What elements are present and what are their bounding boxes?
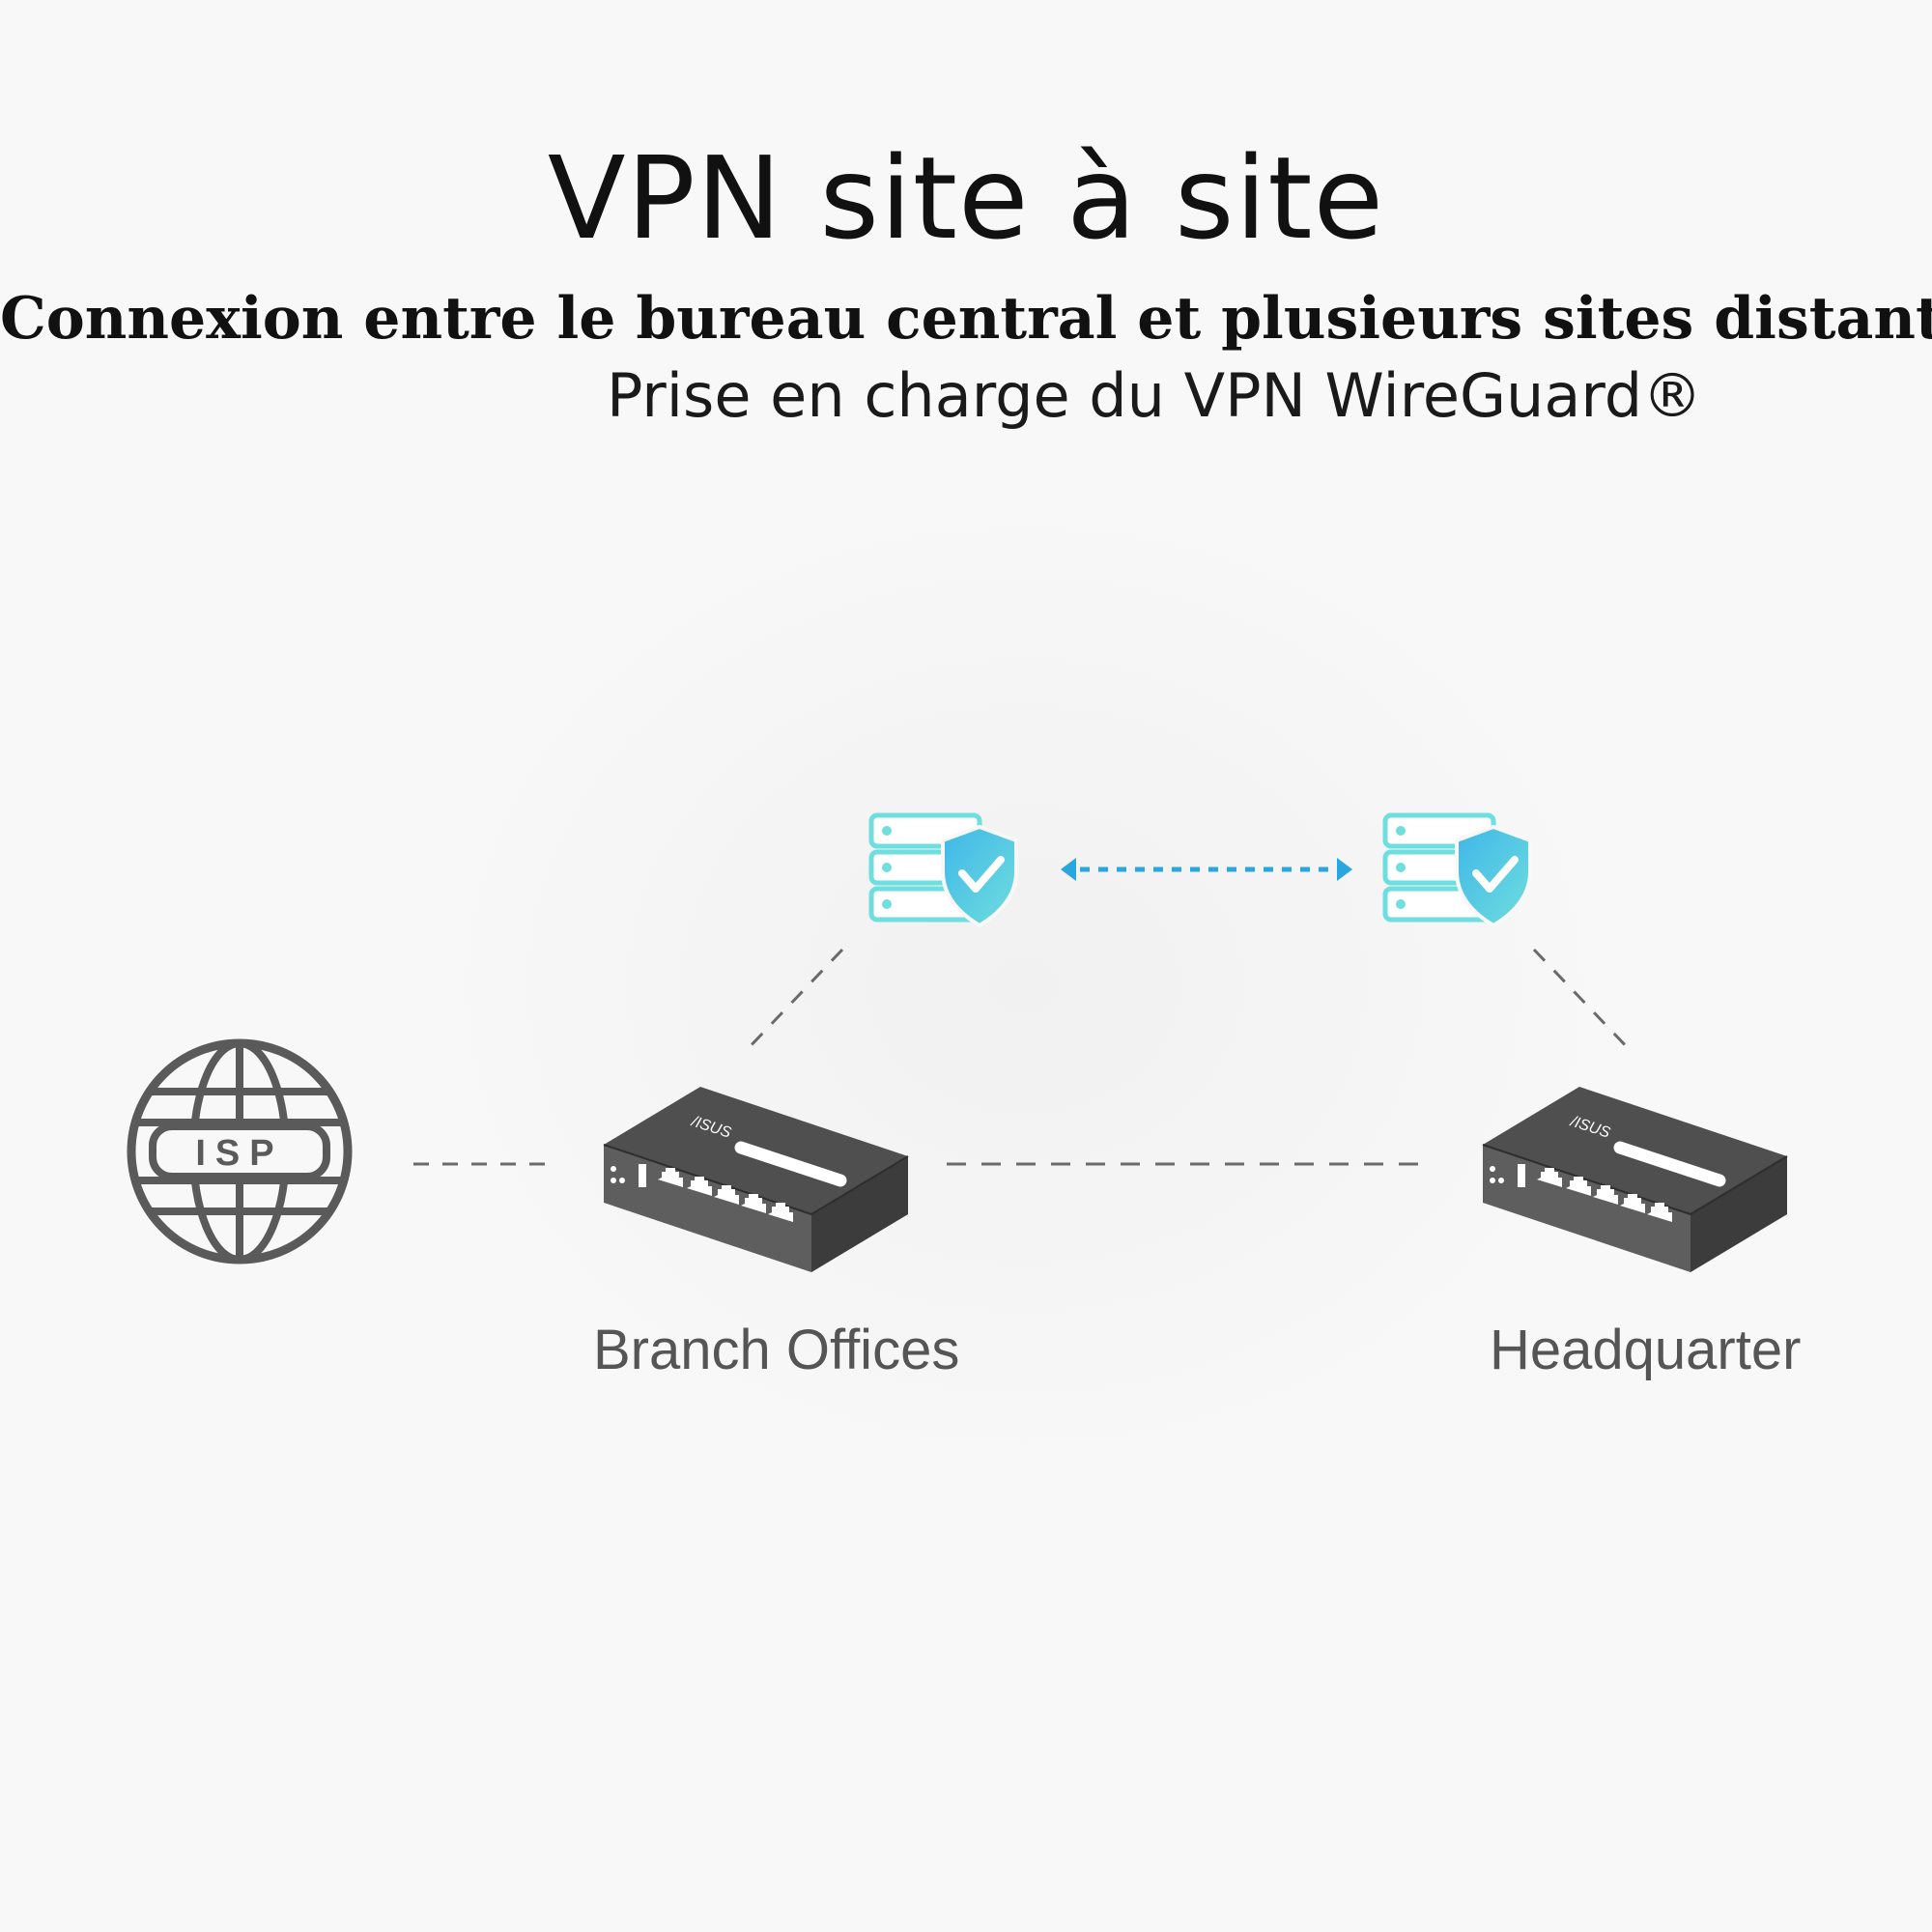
- vpn-tunnel-arrow: [1061, 858, 1352, 881]
- branch-router-icon: /ISUS: [603, 1087, 909, 1272]
- vpn-server-shield-icon: [868, 812, 1018, 928]
- headquarter-label: Headquarter: [1490, 1319, 1802, 1381]
- isp-label: ISP: [195, 1133, 283, 1174]
- vpn-server-shield-icon: [1382, 812, 1532, 928]
- branch-offices-label: Branch Offices: [593, 1319, 960, 1381]
- hq-vpn-link: [1532, 948, 1634, 1055]
- page-subtitle: Connexion entre le bureau central et plu…: [0, 285, 1932, 353]
- page-tagline: Prise en charge du VPN WireGuard®: [607, 360, 1703, 431]
- hq-router-icon: /ISUS: [1482, 1087, 1788, 1272]
- branch-vpn-link: [742, 948, 844, 1055]
- background-glow: [435, 502, 1613, 1468]
- isp-globe-icon: ISP: [127, 1038, 353, 1264]
- page-title: VPN site à site: [547, 131, 1385, 265]
